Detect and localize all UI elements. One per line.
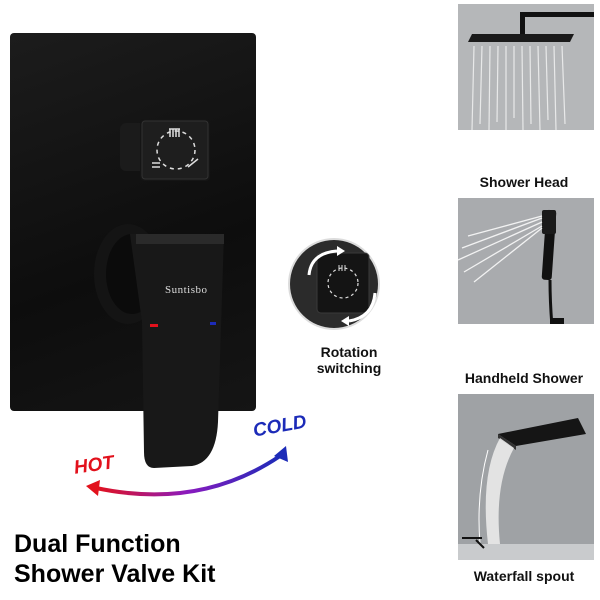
temperature-arc-icon [86,446,288,497]
rotation-switching-label: Rotation switching [316,344,382,376]
product-title: Dual Function Shower Valve Kit [14,530,216,588]
diverter-knob[interactable] [116,117,212,183]
waterfall-spout-icon [462,537,485,549]
waterfall-spout-label: Waterfall spout [473,568,575,584]
shower-head-card [458,4,594,130]
rotation-detail-icon [288,238,380,330]
waterfall-spout-card [458,394,594,560]
handheld-shower-label: Handheld Shower [464,370,584,386]
brand-logo: Suntisbo [165,284,208,296]
handheld-shower-card [458,198,594,324]
shower-head-label: Shower Head [479,174,569,190]
lever-handle[interactable] [92,222,226,470]
